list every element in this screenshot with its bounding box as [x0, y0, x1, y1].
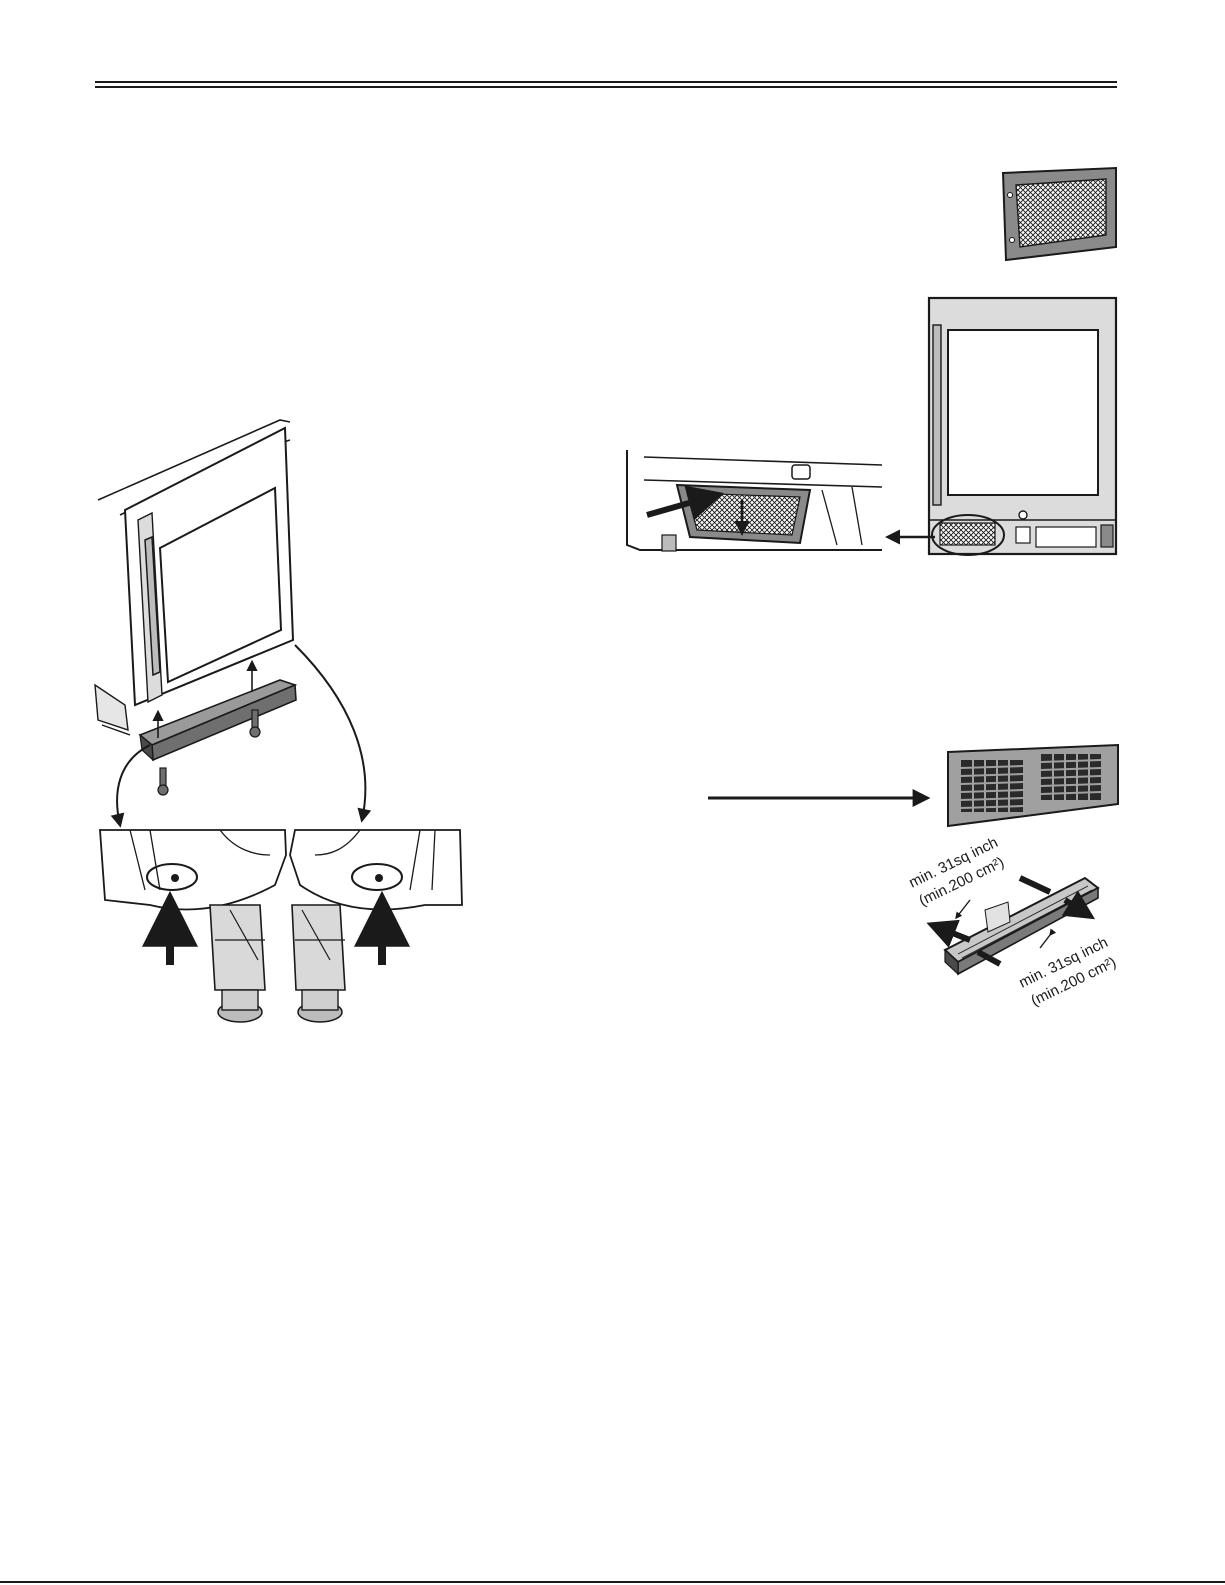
header-rule-thick — [95, 81, 1117, 83]
leveling-leg-right — [292, 905, 345, 1022]
mesh-filter-panel — [998, 165, 1120, 265]
appliance-front-view — [926, 295, 1121, 560]
ventilation-diagram: min. 31sq inch (min.200 cm²) min. 31sq i… — [890, 840, 1125, 1040]
toe-kick-removal-figure — [90, 400, 470, 1030]
louvered-grille — [943, 742, 1121, 830]
leveling-leg-left — [210, 905, 265, 1022]
cabinet-side — [95, 685, 130, 735]
filter-insertion-closeup — [622, 445, 884, 563]
pointer-arrow — [705, 786, 935, 810]
header-rule-thin — [95, 86, 1117, 88]
footer-rule — [0, 1581, 1225, 1583]
detail-arrow — [880, 525, 940, 549]
